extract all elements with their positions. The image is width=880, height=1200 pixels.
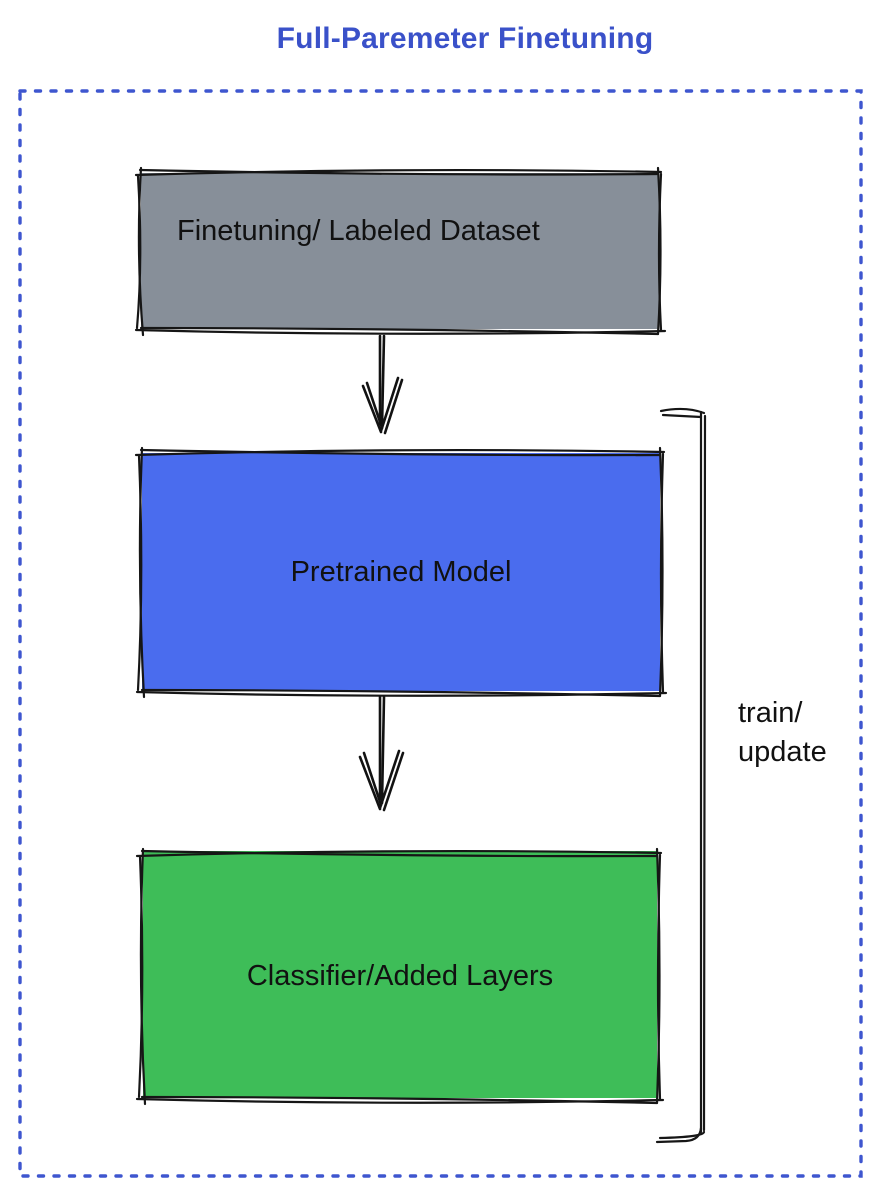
classifier-added-layers-label: Classifier/Added Layers: [246, 960, 554, 992]
train-update-bracket: [655, 407, 707, 1144]
arrow-dataset-to-pretrained: [361, 334, 404, 435]
arrow-pretrained-to-classifier: [358, 695, 405, 812]
train-update-line1: train/: [738, 697, 803, 729]
finetuning-dataset-label: Finetuning/ Labeled Dataset: [177, 215, 540, 247]
train-update-line2: update: [738, 736, 827, 768]
box-finetuning-dataset: [141, 173, 659, 329]
pretrained-model-label: Pretrained Model: [290, 556, 512, 588]
diagram-title: Full-Paremeter Finetuning: [276, 22, 654, 55]
train-update-label: train/ update: [738, 694, 827, 772]
